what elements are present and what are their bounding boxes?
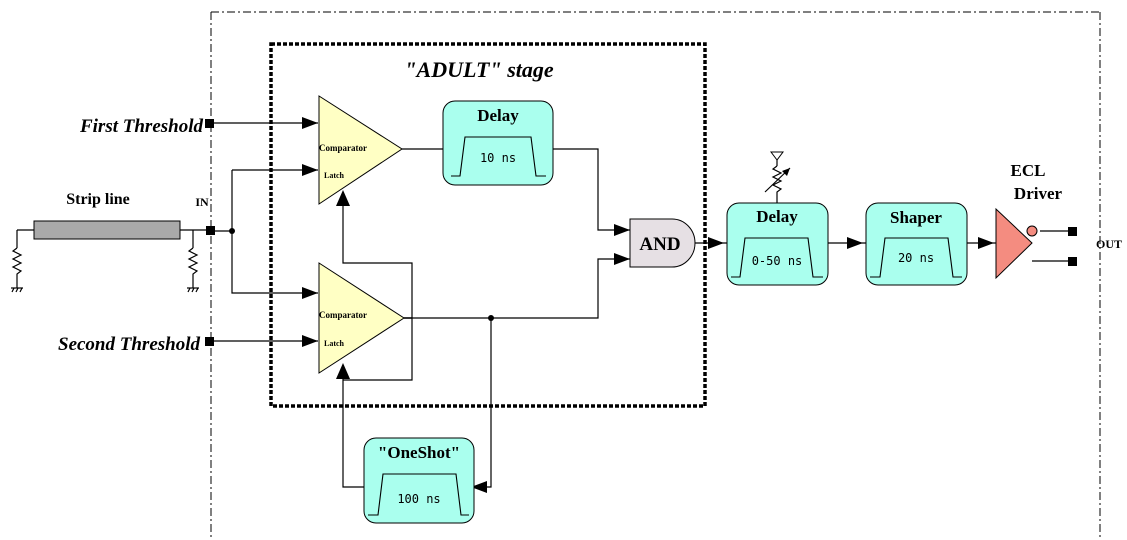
delay-block-1: Delay 10 ns: [442, 100, 554, 186]
oneshot-value: 100 ns: [397, 492, 440, 506]
variable-delay-symbol: [764, 151, 791, 203]
arrow-delay2-in: [708, 237, 724, 249]
second-threshold-port: [205, 337, 214, 346]
arrow-latch1: [336, 190, 350, 206]
comparator-1-latch: Latch: [324, 171, 345, 180]
oneshot-block: "OneShot" 100 ns: [363, 437, 475, 524]
first-threshold-label: First Threshold: [79, 116, 204, 137]
out-port-1: [1068, 227, 1077, 236]
shaper-block: Shaper 20 ns: [865, 202, 968, 286]
pulse-icon: [451, 136, 546, 177]
arrowheads: [302, 117, 994, 493]
arrow-oneshot-in: [471, 481, 487, 493]
and-gate: AND: [629, 218, 696, 268]
in-port: [206, 226, 215, 235]
ecl-driver: ECL Driver: [995, 161, 1063, 280]
arrow-and-in2: [614, 253, 630, 265]
delay-2-title: Delay: [756, 207, 798, 226]
arrow-first-threshold: [302, 117, 318, 129]
arrow-in-comparator1: [302, 164, 318, 176]
delay-1-value: 10 ns: [480, 151, 516, 165]
junction-in: [229, 228, 235, 234]
arrow-in-comparator2: [302, 287, 318, 299]
arrow-ecl-in: [978, 237, 994, 249]
delay-2-value: 0-50 ns: [752, 254, 803, 268]
arrow-and-in1: [614, 224, 630, 236]
stage-title: "ADULT" stage: [404, 57, 554, 82]
comparator-2: Comparator Latch: [318, 262, 405, 374]
pulse-icon: [368, 473, 469, 516]
comparator-1-label: Comparator: [319, 143, 367, 153]
arrow-second-threshold: [302, 335, 318, 347]
oneshot-title: "OneShot": [378, 443, 460, 462]
arrow-latch2: [336, 363, 350, 379]
ecl-label-line2: Driver: [1014, 184, 1063, 203]
junction-out: [488, 315, 494, 321]
comparator-1: Comparator Latch: [318, 95, 403, 205]
and-label: AND: [639, 234, 680, 255]
adult-stage-frame: [269, 42, 707, 408]
in-label: IN: [195, 195, 209, 209]
delay-block-2: Delay 0-50 ns: [726, 202, 829, 286]
strip-line: [11, 220, 206, 293]
pulse-icon: [870, 237, 962, 278]
arrow-shaper-in: [847, 237, 863, 249]
pulse-icon: [731, 237, 823, 278]
out-port-2: [1068, 257, 1077, 266]
first-threshold-port: [205, 119, 214, 128]
second-threshold-label: Second Threshold: [58, 334, 200, 355]
shaper-title: Shaper: [890, 208, 942, 227]
comparator-2-latch: Latch: [324, 339, 345, 348]
strip-line-label: Strip line: [66, 191, 130, 208]
ecl-label-line1: ECL: [1011, 161, 1046, 180]
out-label: OUT: [1096, 237, 1122, 251]
delay-1-title: Delay: [477, 106, 519, 125]
shaper-value: 20 ns: [898, 251, 934, 265]
outer-frame: [210, 11, 1101, 540]
comparator-2-label: Comparator: [319, 310, 367, 320]
